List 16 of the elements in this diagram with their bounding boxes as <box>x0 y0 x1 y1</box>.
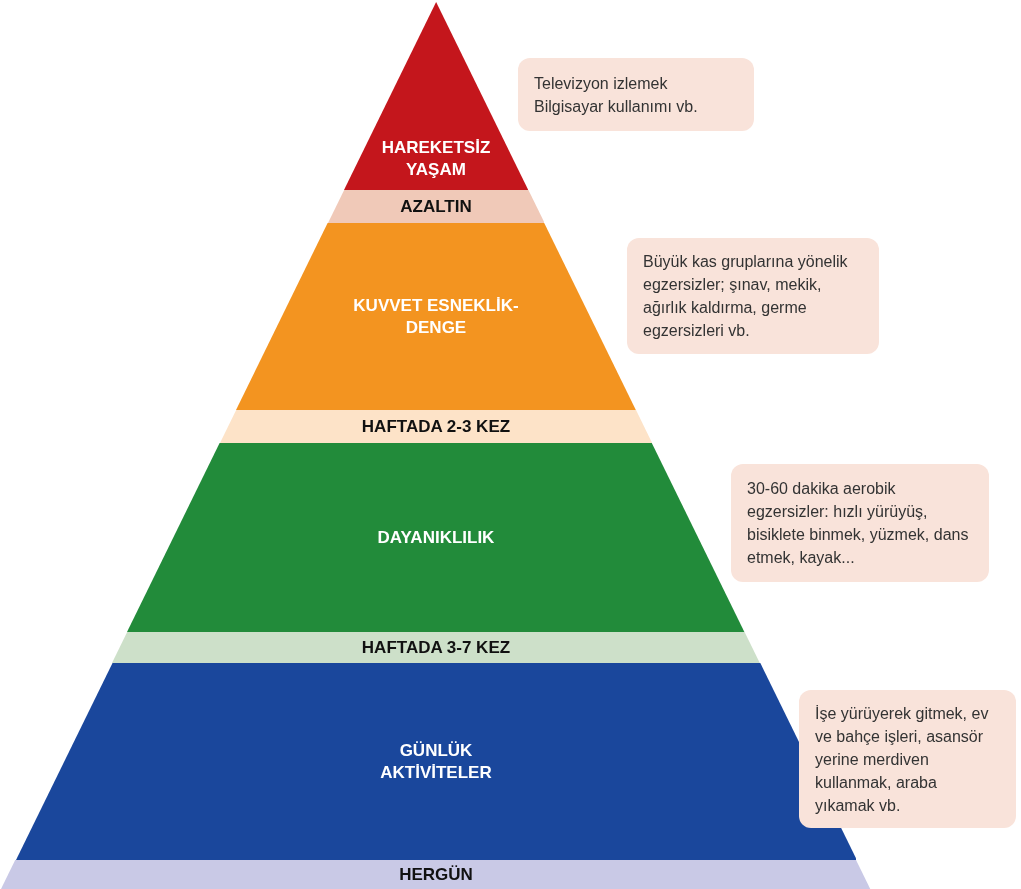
note-box <box>799 690 1016 828</box>
tier-label: KUVVET ESNEKLİK-DENGE <box>352 294 520 339</box>
note-text: Televizyon izlemek Bilgisayar kullanımı vb. <box>534 73 699 117</box>
note-text: İşe yürüyerek gitmek, ev ve bahçe işleri, asansör yerine merdiven kullanmak, araba yıkamak vb. <box>815 703 990 816</box>
tier-label: GÜNLÜK AKTİVİTELER <box>379 739 493 784</box>
tier-label: HAFTADA 2-3 KEZ <box>361 415 511 438</box>
note-text: Büyük kas gruplarına yönelik egzersizler; şınav, mekik, ağırlık kaldırma, germe egzersizleri vb. <box>643 252 849 341</box>
tier-label: AZALTIN <box>400 195 472 218</box>
tier-label: HAREKETSİZ YAŞAM <box>380 136 492 181</box>
note-text: 30-60 dakika aerobik egzersizler: hızlı yürüyüş, bisiklete binmek, yüzmek, dans etmek, kayak... <box>747 479 970 568</box>
note-box <box>518 58 754 131</box>
note-box <box>627 238 879 354</box>
tier-label: HAFTADA 3-7 KEZ <box>361 636 511 659</box>
tier-label: DAYANIKLILIK <box>377 526 495 549</box>
tier-label: HERGÜN <box>399 863 473 886</box>
note-box <box>731 464 989 582</box>
